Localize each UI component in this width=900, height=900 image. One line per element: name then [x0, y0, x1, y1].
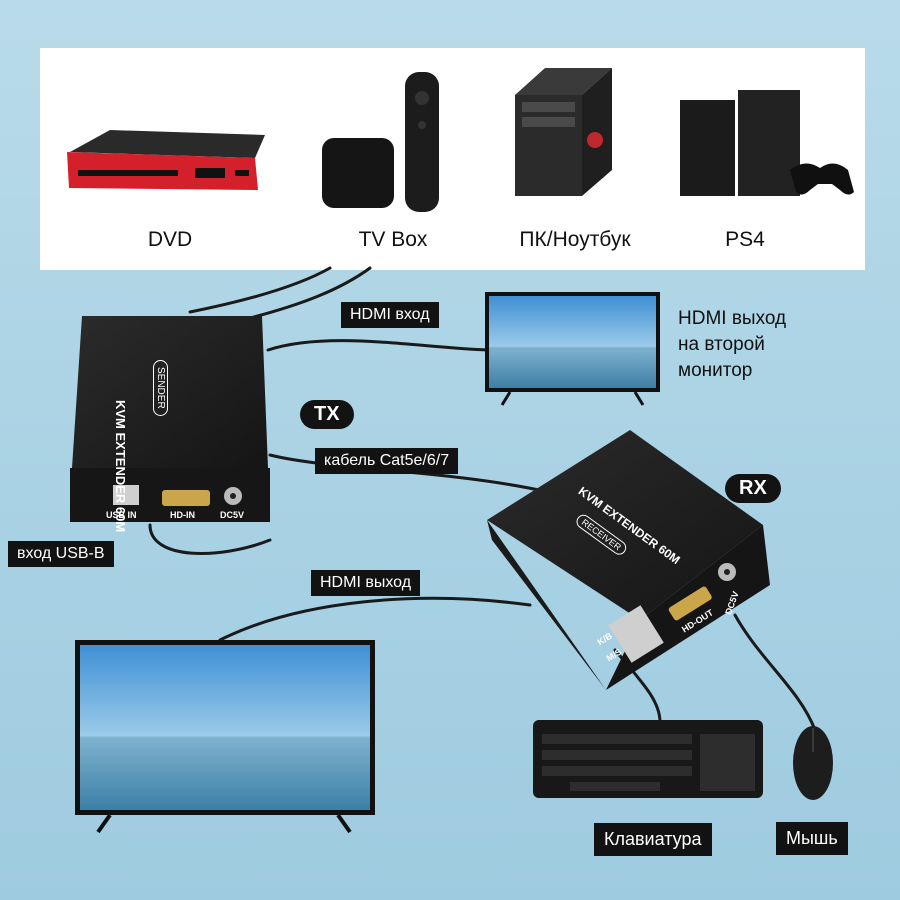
source-label-pc: ПК/Ноутбук: [519, 228, 631, 251]
second-monitor-caption-line-1: HDMI выход: [678, 308, 787, 329]
cable-source-2: [248, 266, 372, 320]
hdmi-in-port: [162, 490, 210, 506]
label-mouse: Мышь: [776, 822, 848, 855]
pc-tower-icon: [515, 68, 612, 196]
label-hdmi-in: HDMI вход: [341, 302, 439, 328]
keyboard-icon: [533, 720, 763, 798]
source-label-tv-box: TV Box: [358, 228, 428, 251]
port-label-usb-in: USB IN: [106, 510, 137, 520]
ps4-console-icon: [680, 90, 854, 196]
tx-badge: TX: [300, 400, 354, 429]
cable-usb-b: [148, 523, 272, 555]
tv-box-icon: [322, 72, 439, 212]
hdmi-out-port: [668, 586, 712, 621]
cable-hdmi-out: [218, 596, 532, 642]
sender-subtitle: SENDER: [153, 360, 168, 416]
second-monitor: [485, 292, 660, 406]
label-usb-b-input: вход USB-B: [8, 541, 114, 567]
cable-source-1: [188, 266, 332, 314]
cable-to-second-monitor: [266, 339, 490, 352]
receiver-box: [487, 430, 770, 690]
label-hdmi-out: HDMI выход: [311, 570, 421, 596]
source-label-ps4: PS4: [725, 228, 765, 251]
second-monitor-caption: HDMI выход на второй монитор: [678, 306, 786, 384]
port-label-sender-dc5v: DC5V: [220, 510, 245, 520]
usb-a-ports: [608, 605, 664, 663]
second-monitor-caption-line-3: монитор: [678, 360, 753, 381]
label-cable: кабель Cat5e/6/7: [315, 448, 459, 474]
usb-b-port: [113, 485, 139, 505]
second-monitor-caption-line-2: на второй: [678, 334, 765, 355]
sender-title: KVM EXTENDER 60M: [113, 400, 128, 533]
rx-badge: RX: [725, 474, 781, 503]
mouse-icon: [793, 726, 833, 800]
main-tv: [75, 640, 375, 834]
label-keyboard: Клавиатура: [594, 823, 712, 856]
dvd-player-icon: [67, 130, 265, 190]
port-label-hd-in: HD-IN: [170, 510, 195, 520]
source-label-dvd: DVD: [147, 228, 193, 251]
sender-box: [70, 316, 270, 522]
cable-mouse: [733, 613, 817, 732]
